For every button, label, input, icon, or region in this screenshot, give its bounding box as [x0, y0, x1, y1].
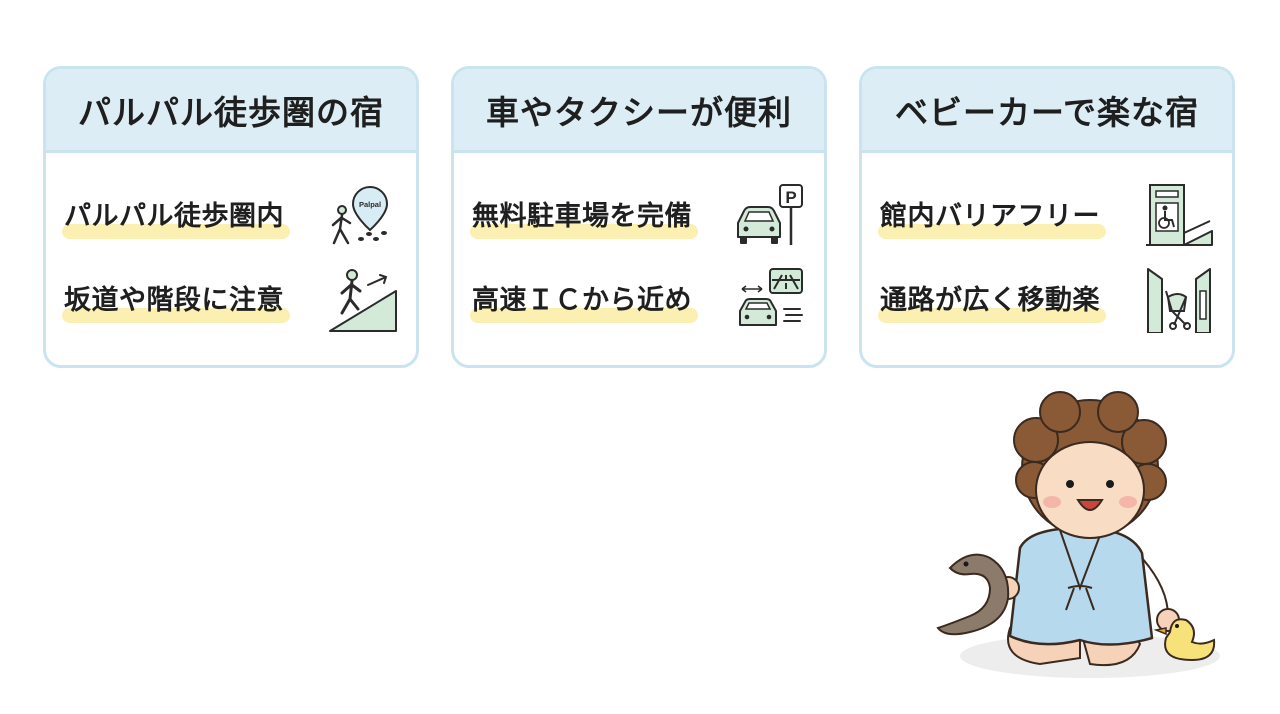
car-highway-interchange-icon	[739, 268, 803, 326]
card-header: ベビーカーで楽な宿	[862, 69, 1232, 153]
car-parking-sign-icon: P	[737, 184, 803, 245]
feature-label: 無料駐車場を完備	[472, 201, 692, 232]
label-highlight	[62, 308, 290, 323]
feature-label: パルパル徒歩圏内	[64, 201, 284, 232]
feature-label: 館内バリアフリー	[880, 201, 1100, 232]
feature-row: 無料駐車場を完備 P	[454, 181, 824, 251]
card-car-taxi: 車やタクシーが便利 無料駐車場を完備 P 高速ＩＣから近め	[451, 66, 827, 368]
parking-sign-label: P	[785, 188, 796, 207]
card-header: パルパル徒歩圏の宿	[46, 69, 416, 153]
wheelchair-ramp-icon	[1146, 184, 1213, 246]
label-highlight	[878, 308, 1106, 323]
baby-with-eel-and-duck-illustration	[936, 391, 1220, 678]
person-climbing-slope-icon	[329, 269, 397, 332]
feature-row: パルパル徒歩圏内 Palpal	[46, 181, 416, 251]
feature-label: 坂道や階段に注意	[64, 285, 284, 316]
feature-row: 通路が広く移動楽	[862, 265, 1232, 335]
feature-row: 高速ＩＣから近め	[454, 265, 824, 335]
card-header: 車やタクシーが便利	[454, 69, 824, 153]
label-highlight	[470, 308, 698, 323]
feature-row: 館内バリアフリー	[862, 181, 1232, 251]
walking-person-location-pin-icon: Palpal	[331, 185, 389, 245]
label-highlight	[470, 224, 698, 239]
feature-label: 通路が広く移動楽	[880, 285, 1100, 316]
card-stroller-friendly: ベビーカーで楽な宿 館内バリアフリー 通路が広く移動楽	[859, 66, 1235, 368]
card-walking-distance: パルパル徒歩圏の宿 パルパル徒歩圏内 Palpal 坂道や階段に注意	[43, 66, 419, 368]
card-title: パルパル徒歩圏の宿	[78, 92, 384, 132]
card-title: ベビーカーで楽な宿	[894, 92, 1200, 132]
card-title: 車やタクシーが便利	[486, 92, 792, 132]
stroller-corridor-icon	[1147, 268, 1211, 333]
feature-label: 高速ＩＣから近め	[472, 285, 692, 316]
label-highlight	[878, 224, 1106, 239]
feature-row: 坂道や階段に注意	[46, 265, 416, 335]
pin-label: Palpal	[359, 200, 381, 209]
label-highlight	[62, 224, 290, 239]
